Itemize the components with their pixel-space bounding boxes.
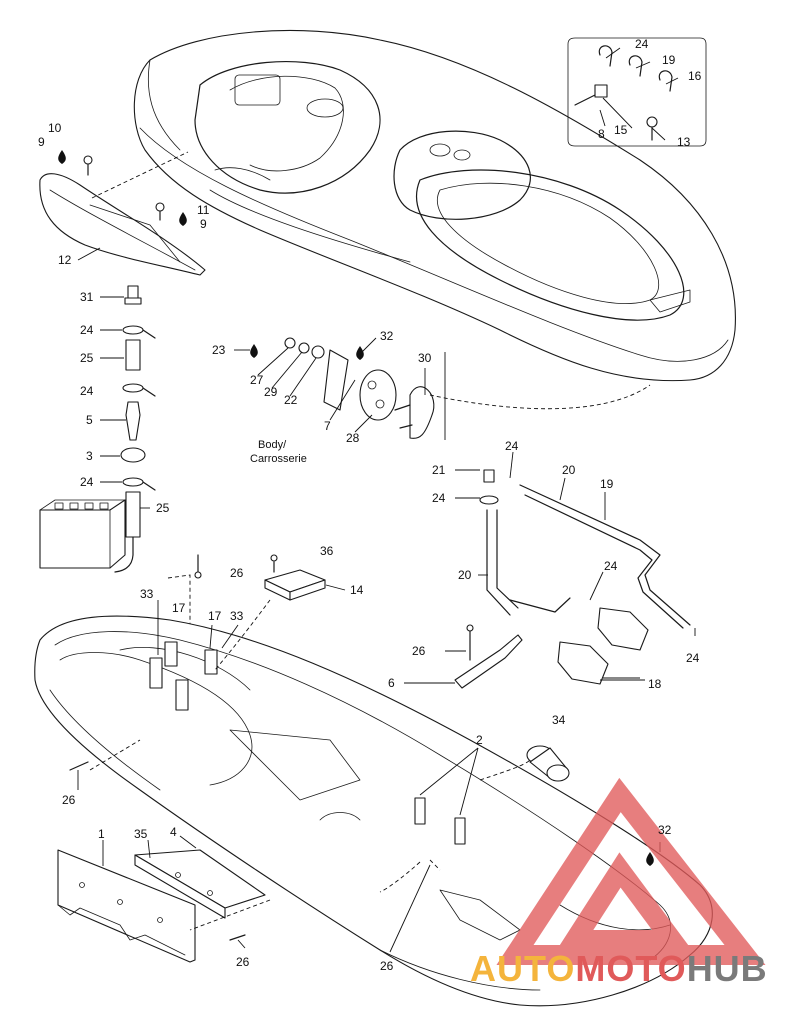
callout-32: 32 (380, 329, 394, 343)
callout-19: 19 (600, 477, 614, 491)
callout-20: 20 (562, 463, 576, 477)
callout-24: 24 (80, 323, 94, 337)
body-deck (133, 29, 736, 382)
callout-23: 23 (212, 343, 226, 357)
callout-26: 26 (412, 644, 426, 658)
left-stack-parts (114, 285, 156, 573)
callout-27: 27 (250, 373, 264, 387)
sealant-drop-icons (58, 150, 654, 866)
watermark-auto: AUTO (470, 948, 576, 989)
callout-3: 3 (86, 449, 93, 463)
assembly-lines (91, 151, 651, 931)
callout-30: 30 (418, 351, 432, 365)
small-block-parts (167, 554, 326, 640)
callout-26: 26 (236, 955, 250, 969)
callout-21: 21 (432, 463, 446, 477)
bumper-12 (39, 155, 206, 276)
callout-29: 29 (264, 385, 278, 399)
callout-19: 19 (662, 53, 676, 67)
watermark-hub: HUB (686, 948, 768, 989)
callout-22: 22 (284, 393, 298, 407)
callout-24: 24 (686, 651, 700, 665)
callout-26: 26 (230, 566, 244, 580)
callout-20: 20 (458, 568, 472, 582)
plates (57, 761, 266, 963)
callout-11: 11 (197, 203, 210, 217)
callout-15: 15 (614, 123, 628, 137)
callout-26: 26 (380, 959, 394, 973)
leader-lines (77, 47, 696, 953)
label-carrosserie: Carrosserie (250, 453, 307, 465)
callout-8: 8 (598, 127, 605, 141)
battery (39, 499, 126, 569)
callout-32: 32 (658, 823, 672, 837)
callout-33: 33 (230, 609, 244, 623)
drop-icon (58, 150, 66, 164)
callout-24: 24 (505, 439, 519, 453)
watermark-moto: MOTO (575, 948, 687, 989)
callout-2: 2 (476, 733, 483, 747)
callout-17: 17 (208, 609, 222, 623)
drop-icon (250, 344, 258, 358)
callout-25: 25 (80, 351, 94, 365)
drop-icon (356, 346, 364, 360)
callout-34: 34 (552, 713, 566, 727)
callout-10: 10 (48, 121, 62, 135)
callout-1: 1 (98, 827, 105, 841)
callout-14: 14 (350, 583, 364, 597)
steering-plate-parts (284, 337, 446, 440)
callout-31: 31 (80, 290, 94, 304)
callout-7: 7 (324, 419, 331, 433)
callout-6: 6 (388, 676, 395, 690)
callout-5: 5 (86, 413, 93, 427)
callout-35: 35 (134, 827, 148, 841)
callout-24: 24 (604, 559, 618, 573)
drop-icon (179, 212, 187, 226)
inset-hardware (567, 37, 707, 147)
steering-cable (454, 469, 691, 689)
watermark-text: AUTOMOTOHUB (470, 948, 768, 990)
drop-icon (646, 852, 654, 866)
callout-24: 24 (432, 491, 446, 505)
callout-28: 28 (346, 431, 360, 445)
callout-24: 24 (635, 37, 649, 51)
callout-17: 17 (172, 601, 186, 615)
callout-13: 13 (677, 135, 691, 149)
callout-24: 24 (80, 384, 94, 398)
callout-16: 16 (688, 69, 702, 83)
watermark-logo-triangle (496, 777, 766, 965)
callout-24: 24 (80, 475, 94, 489)
callout-numbers: 24 19 16 8 15 13 10 9 11 9 12 31 24 25 2… (38, 37, 702, 973)
callout-33: 33 (140, 587, 154, 601)
callout-18: 18 (648, 677, 662, 691)
callout-36: 36 (320, 544, 334, 558)
label-body: Body/ (258, 439, 287, 451)
callout-26: 26 (62, 793, 76, 807)
callout-12: 12 (58, 253, 72, 267)
callout-25: 25 (156, 501, 170, 515)
callout-9: 9 (200, 217, 207, 231)
callout-9: 9 (38, 135, 45, 149)
callout-4: 4 (170, 825, 177, 839)
